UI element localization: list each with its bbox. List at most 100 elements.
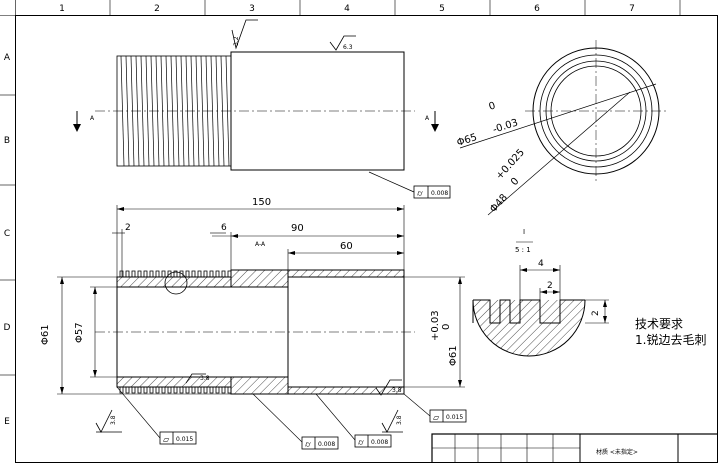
thread-tooth xyxy=(119,387,124,394)
grid-col-5: 5 xyxy=(439,4,445,14)
title-block-material: 材质 <未指定> xyxy=(596,448,638,456)
thread-tooth xyxy=(179,270,184,277)
fcf-value: 0.008 xyxy=(318,441,335,448)
grid-row-b: B xyxy=(4,136,10,146)
dim-diameter-61-left: Φ61 xyxy=(40,324,51,345)
roughness-symbol xyxy=(329,35,356,51)
fcf-value: 0.008 xyxy=(371,439,388,446)
detail-scale-top: I xyxy=(523,228,525,236)
grid-col-2: 2 xyxy=(154,4,160,14)
title-block xyxy=(431,433,718,463)
grid-col-3: 3 xyxy=(249,4,255,14)
thread-tooth xyxy=(137,270,142,277)
thread-tooth xyxy=(191,270,196,277)
grid-dividers xyxy=(0,0,681,376)
roughness-value: 3.2 xyxy=(233,36,240,46)
roughness-value: 3.8 xyxy=(392,387,402,394)
thread-tooth xyxy=(149,270,154,277)
fcf-boxes xyxy=(159,409,467,450)
roughness-value: 3.8 xyxy=(110,415,117,425)
thread-tooth xyxy=(203,387,208,394)
thread-tooth xyxy=(227,387,232,394)
fcf-symbol: ⌭ xyxy=(305,440,311,449)
grid-col-4: 4 xyxy=(344,4,350,14)
thread-tooth xyxy=(143,270,148,277)
thread-tooth xyxy=(173,270,178,277)
end-view xyxy=(459,40,667,216)
roughness-value: 6.3 xyxy=(343,44,353,51)
thread-line xyxy=(200,55,205,167)
tol-right-lower: 0 xyxy=(441,324,452,330)
tol-right-upper: +0.03 xyxy=(430,310,441,341)
thread-tooth xyxy=(161,270,166,277)
thread-tooth xyxy=(143,387,148,394)
fcf-symbol: ▱ xyxy=(163,435,170,444)
roughness-symbol xyxy=(231,19,258,50)
tech-req-item-1: 1.锐边去毛刺 xyxy=(635,333,706,347)
detail-circle xyxy=(164,271,188,295)
thread-tooth xyxy=(155,270,160,277)
section-view xyxy=(57,205,467,450)
thread-line xyxy=(195,55,200,167)
thread-tooth xyxy=(167,387,172,394)
dim-6: 6 xyxy=(221,223,227,233)
thread-tooth xyxy=(173,387,178,394)
dim-90: 90 xyxy=(291,223,304,234)
grid-col-6: 6 xyxy=(534,4,540,14)
fcf-cylindricity-2 xyxy=(354,434,392,448)
grid-row-labels: A B C D E xyxy=(4,53,11,427)
thread-tooth xyxy=(137,387,142,394)
thread-tooth xyxy=(167,270,172,277)
thread-tooth xyxy=(215,270,220,277)
thread-tooth xyxy=(209,270,214,277)
fcf-value: 0.015 xyxy=(446,414,463,421)
grid-col-1: 1 xyxy=(59,4,65,14)
thread-line xyxy=(145,55,150,167)
thread-tooth xyxy=(197,387,202,394)
dim-inner-diameter: Φ48 xyxy=(488,192,510,215)
thread-tooth xyxy=(191,387,196,394)
thread-tooth xyxy=(185,270,190,277)
grid-column-labels: 1 2 3 4 5 6 7 xyxy=(59,4,635,14)
thread-tooth xyxy=(125,387,130,394)
tol-inner-upper: +0.025 xyxy=(494,147,527,182)
fcf-cylindricity-1 xyxy=(301,436,339,450)
fcf-value: 0.015 xyxy=(176,436,193,443)
fcf-value: 0.008 xyxy=(431,190,448,197)
thread-tooth xyxy=(119,270,124,277)
grid-row-a: A xyxy=(4,53,11,63)
detail-dim-4: 4 xyxy=(538,259,544,269)
section-label-right: A xyxy=(425,115,430,122)
dimension-arrows xyxy=(60,207,462,394)
thread-tooth xyxy=(149,387,154,394)
fcf-symbol: ⌭ xyxy=(417,189,423,198)
dim-outer-diameter: Φ65 xyxy=(456,132,479,149)
roughness-value: 3.8 xyxy=(396,415,403,425)
thread-teeth xyxy=(119,270,232,394)
thread-tooth xyxy=(227,270,232,277)
thread-tooth xyxy=(125,270,130,277)
fcf-flatness xyxy=(159,431,197,445)
section-title: A-A xyxy=(255,241,266,248)
dim-diameter-57: Φ57 xyxy=(74,322,85,343)
fcf-cylindricity-top xyxy=(413,185,451,199)
dim-leader-outer xyxy=(459,83,657,149)
dimension-lines xyxy=(57,205,465,395)
fcf-flatness-2 xyxy=(429,409,467,423)
thread-tooth xyxy=(209,387,214,394)
thread-tooth xyxy=(203,270,208,277)
tol-outer-upper: 0 xyxy=(488,100,497,112)
grid-row-e: E xyxy=(4,417,10,427)
detail-scale: 5 : 1 xyxy=(515,246,531,254)
fcf-symbol: ⌭ xyxy=(358,438,364,447)
thread-tooth xyxy=(179,387,184,394)
detail-dim-2b: 2 xyxy=(591,310,601,316)
thread-tooth xyxy=(215,387,220,394)
grid-col-7: 7 xyxy=(629,4,635,14)
tech-req-title: 技术要求 xyxy=(635,317,683,331)
tol-inner-lower: 0 xyxy=(509,176,521,188)
grid-row-d: D xyxy=(4,323,11,333)
thread-tooth xyxy=(221,387,226,394)
grid-row-c: C xyxy=(4,229,10,239)
